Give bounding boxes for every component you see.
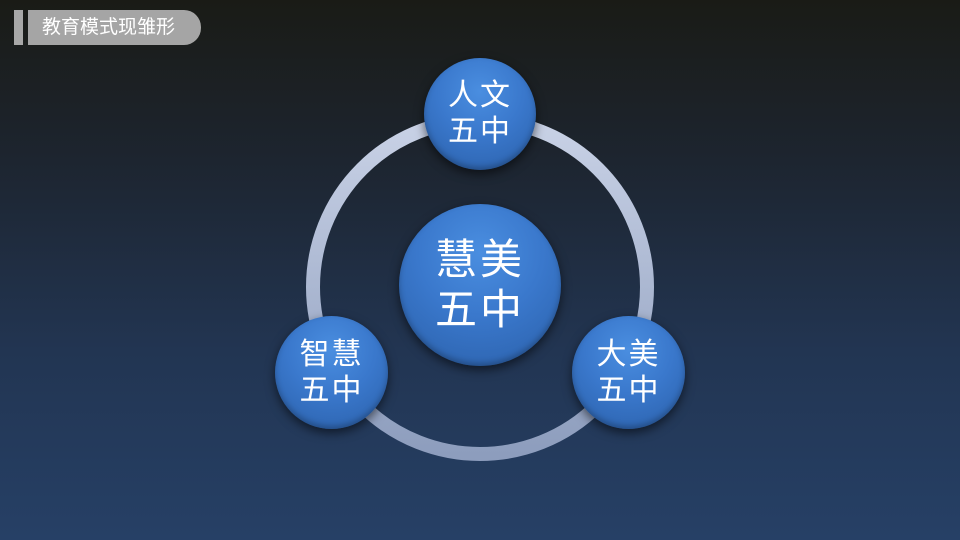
node-center-line1: 慧美 [434,235,525,284]
page-title: 教育模式现雏形 [28,10,201,45]
node-wisdom-line2: 五中 [299,372,364,408]
title-accent-bar [14,10,23,45]
node-beauty-line2: 五中 [596,372,661,408]
node-humanities-line2: 五中 [448,114,512,149]
node-humanities: 人文 五中 [424,58,536,170]
node-wisdom: 智慧 五中 [275,316,388,429]
node-center: 慧美 五中 [399,204,561,366]
node-wisdom-line1: 智慧 [299,336,364,372]
node-center-line2: 五中 [434,285,525,334]
node-humanities-line1: 人文 [448,78,512,113]
node-beauty-line1: 大美 [596,336,661,372]
node-beauty: 大美 五中 [572,316,685,429]
